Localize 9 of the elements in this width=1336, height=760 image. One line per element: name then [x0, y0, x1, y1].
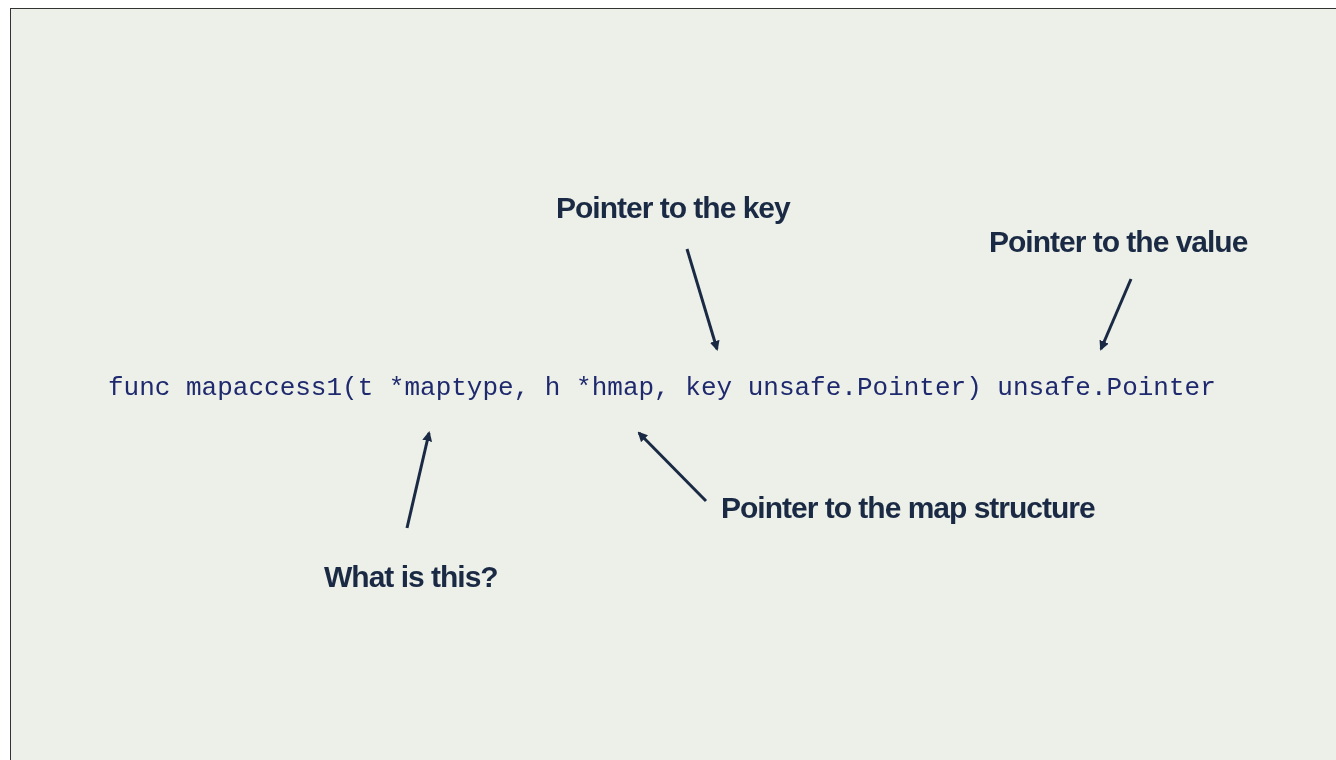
leader-arrow [1099, 278, 1133, 351]
annotation-text: Pointer to the value [989, 225, 1248, 259]
annotation-text: Pointer to the key [556, 191, 790, 225]
leader-arrow [405, 431, 433, 529]
annotation-text: What is this? [324, 560, 498, 594]
annotation-text: Pointer to the map structure [721, 491, 1095, 525]
leader-arrow [685, 248, 720, 351]
code-line: func mapaccess1(t *maptype, h *hmap, key unsafe.Pointer) unsafe.Pointer [108, 373, 1216, 403]
leader-arrow [637, 431, 708, 503]
